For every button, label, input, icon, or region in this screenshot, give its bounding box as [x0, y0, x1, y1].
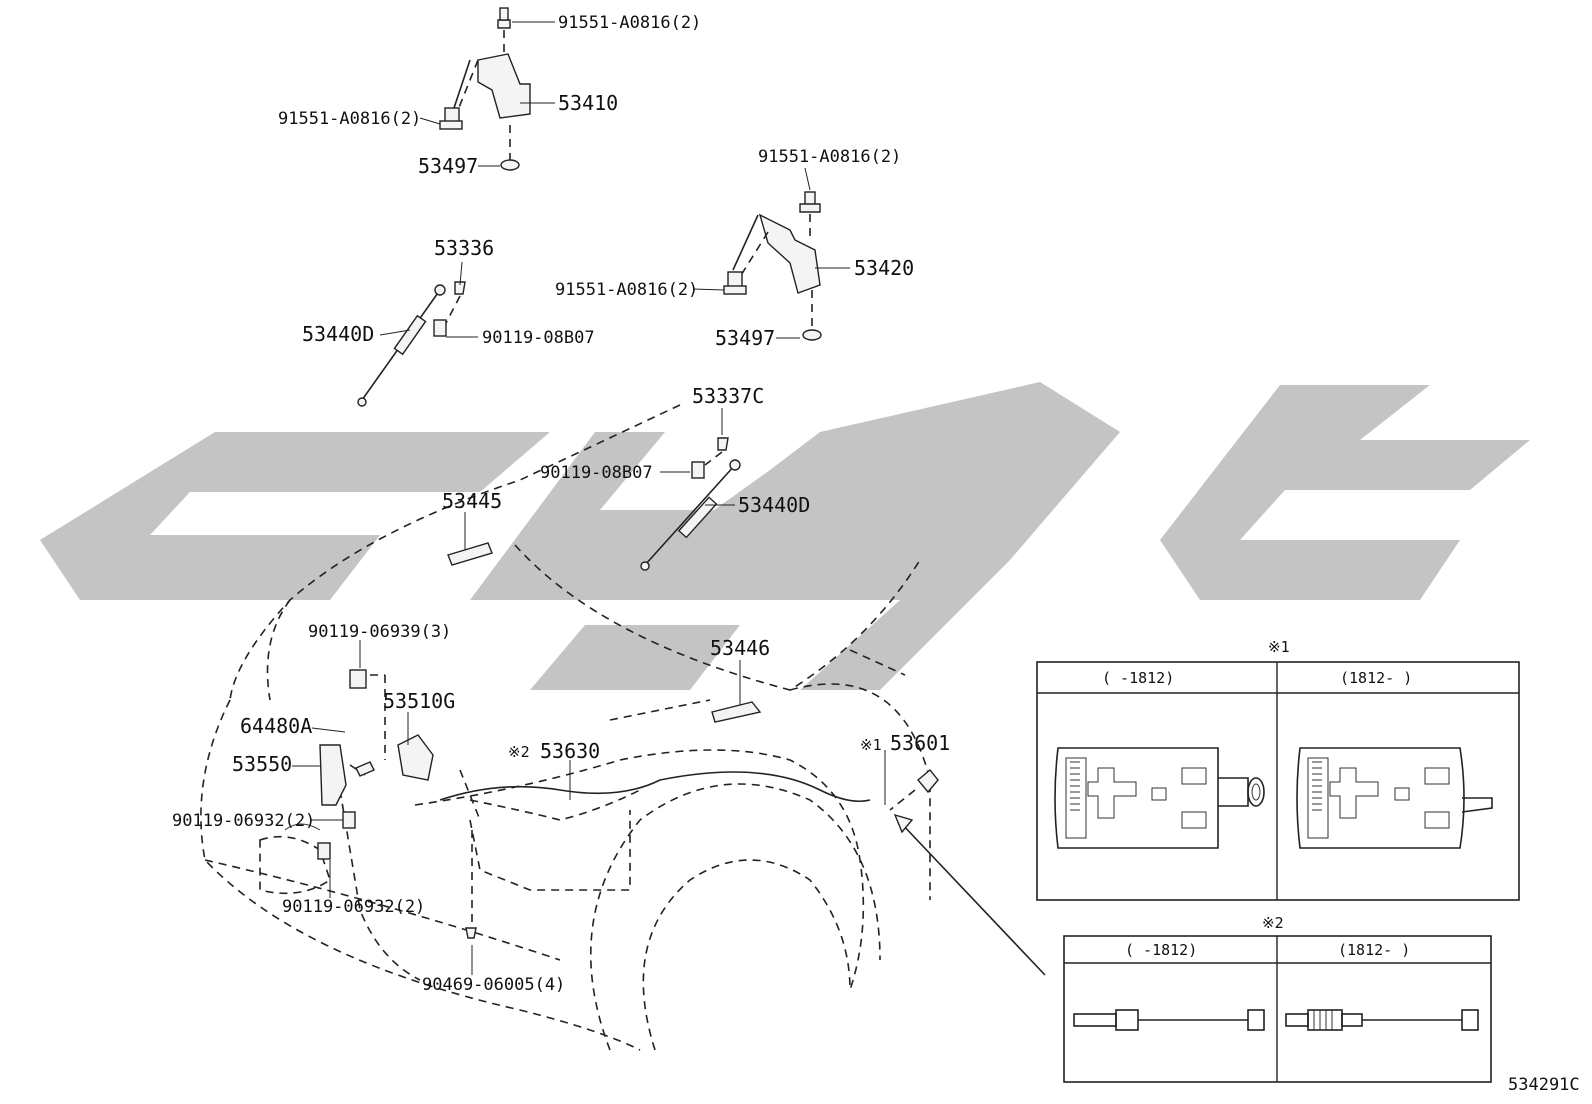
hood-stay-right — [640, 437, 741, 571]
release-handle-assembly — [889, 769, 1046, 976]
hinge-left-assembly — [439, 7, 531, 171]
label-support-lock: 53550 — [232, 752, 292, 776]
label-release-handle-mark: ※1 — [860, 736, 882, 754]
footer-code: 534291C — [1508, 1075, 1580, 1095]
part-labels: 91551-A0816(2) 91551-A0816(2) 53410 5349… — [172, 13, 950, 995]
detail1-col1: ( -1812) — [1102, 669, 1174, 687]
label-bolt-lock-a: 90119-06932(2) — [172, 811, 315, 831]
hinge-right-assembly — [723, 191, 822, 341]
label-release-lever: 64480A — [240, 714, 312, 738]
leader-lines — [292, 21, 886, 975]
label-stud-left: 90119-08B07 — [482, 328, 595, 348]
detail2-col1: ( -1812) — [1125, 941, 1197, 959]
detail-box-1: ※1 ( -1812) (1812- ) — [1036, 638, 1520, 901]
label-hinge-left: 53410 — [558, 91, 618, 115]
label-stay-bracket-right: 53337C — [692, 384, 764, 408]
label-bolt-right-top: 91551-A0816(2) — [758, 147, 901, 167]
cable-clip — [465, 830, 477, 939]
label-hood-stay-right: 53440D — [738, 493, 810, 517]
label-stud-right: 90119-08B07 — [540, 463, 653, 483]
detail2-mark: ※2 — [1262, 914, 1284, 932]
handle-old-illustration — [1054, 747, 1265, 849]
detail1-mark: ※1 — [1268, 638, 1290, 656]
label-release-handle: 53601 — [890, 731, 950, 755]
detail-box-2: ※2 ( -1812) (1812- ) — [1063, 914, 1492, 1083]
label-clip: 90469-06005(4) — [422, 975, 565, 995]
detail2-col2: (1812- ) — [1338, 941, 1410, 959]
cable-old-illustration — [1073, 1009, 1265, 1031]
label-hood-lock: 53510G — [383, 689, 455, 713]
detail1-col2: (1812- ) — [1340, 669, 1412, 687]
label-hood-stay-left: 53440D — [302, 322, 374, 346]
label-stay-bracket: 53336 — [434, 236, 494, 260]
label-release-cable: 53630 — [540, 739, 600, 763]
cable-new-illustration — [1285, 1009, 1479, 1031]
label-bumper-rear: 53446 — [710, 636, 770, 660]
label-bolt-right-left: 91551-A0816(2) — [555, 280, 698, 300]
hood-bumpers — [447, 542, 762, 723]
label-bumper-front: 53445 — [442, 489, 502, 513]
hood-stay-left — [357, 281, 466, 407]
vehicle-body-outline — [200, 404, 931, 1051]
label-bolt-hood-lock: 90119-06939(3) — [308, 622, 451, 642]
label-washer-left: 53497 — [418, 154, 478, 178]
label-bolt-top-right: 91551-A0816(2) — [558, 13, 701, 33]
label-washer-right: 53497 — [715, 326, 775, 350]
watermark-logo — [40, 382, 1530, 690]
label-release-cable-mark: ※2 — [508, 743, 530, 761]
label-bolt-top-left: 91551-A0816(2) — [278, 109, 421, 129]
label-bolt-lock-b: 90119-06932(2) — [282, 897, 425, 917]
label-hinge-right: 53420 — [854, 256, 914, 280]
handle-new-illustration — [1296, 747, 1493, 849]
